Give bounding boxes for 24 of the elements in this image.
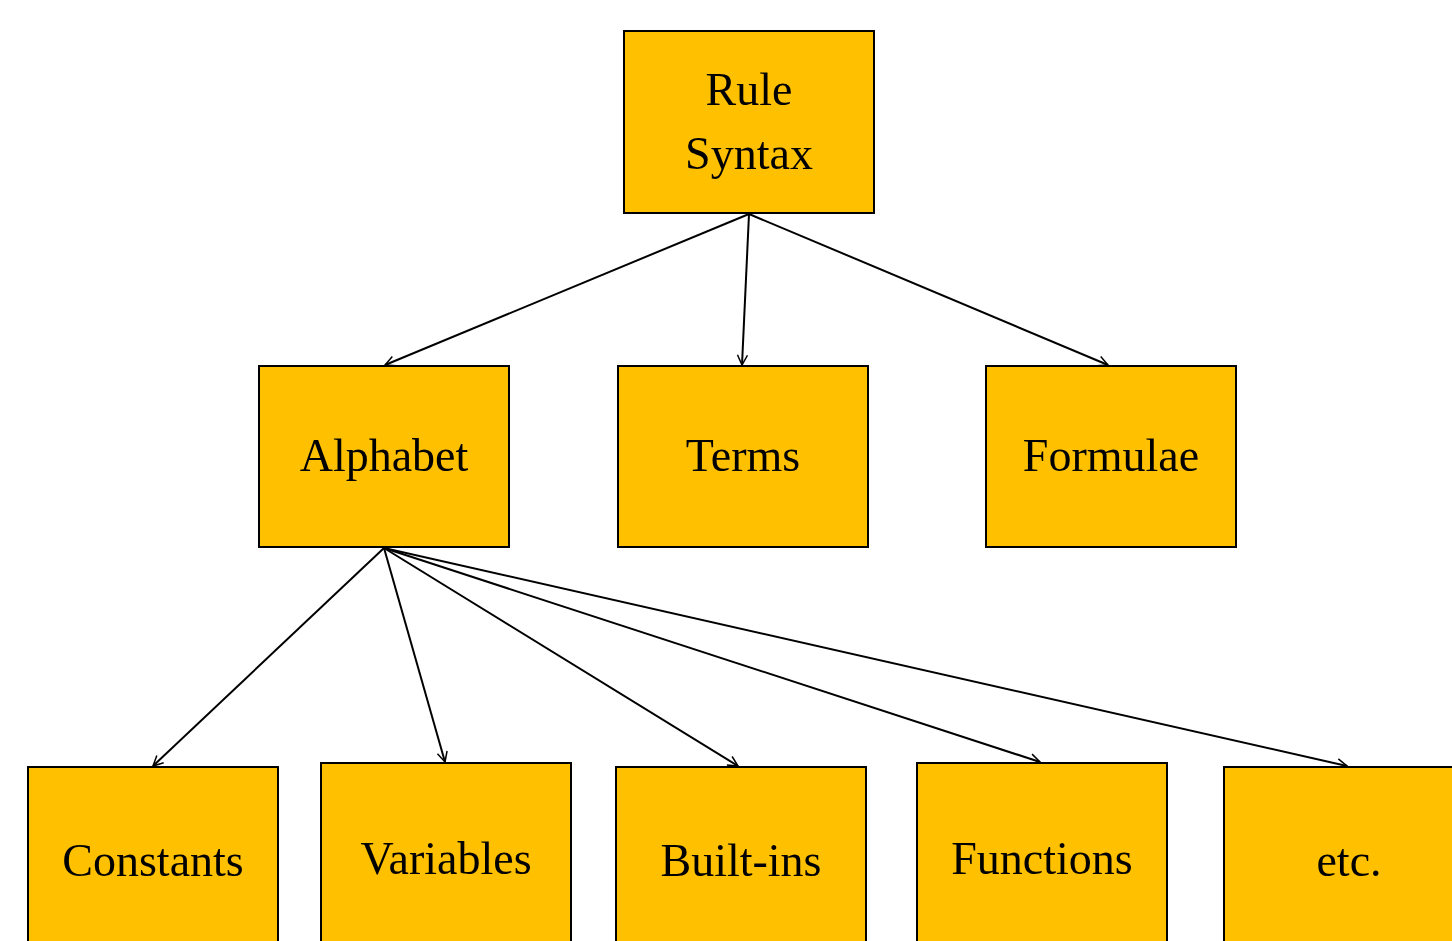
- box-label: Rule Syntax: [684, 62, 814, 181]
- box-label: Variables: [360, 831, 532, 886]
- box-label: etc.: [1316, 833, 1382, 888]
- arrow: [152, 547, 385, 767]
- box-label: Alphabet: [299, 429, 469, 484]
- arrow: [748, 213, 1109, 367]
- arrow: [736, 213, 750, 366]
- box: [1223, 766, 1452, 941]
- box: [320, 762, 572, 941]
- box: [623, 30, 875, 214]
- box-label: Constants: [62, 833, 244, 888]
- box: [615, 766, 867, 941]
- box: [258, 365, 510, 548]
- box-label: Built-ins: [660, 833, 822, 888]
- box-label: Functions: [951, 831, 1133, 886]
- box-label: Formulae: [1022, 429, 1200, 484]
- arrow: [383, 547, 739, 767]
- arrow: [383, 547, 448, 763]
- box: [985, 365, 1237, 548]
- box: [27, 766, 279, 941]
- box: [617, 365, 869, 548]
- box-label: Terms: [685, 429, 801, 484]
- arrow: [384, 213, 750, 367]
- box: [916, 762, 1168, 941]
